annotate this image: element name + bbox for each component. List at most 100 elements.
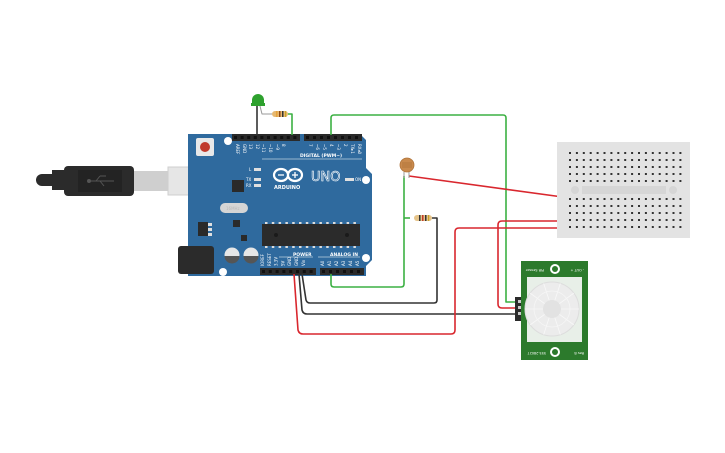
breadboard-hole[interactable] xyxy=(589,159,592,161)
breadboard-hole[interactable] xyxy=(589,212,592,214)
breadboard-hole[interactable] xyxy=(658,212,661,214)
breadboard-hole[interactable] xyxy=(617,212,620,214)
breadboard-hole[interactable] xyxy=(575,212,578,214)
wire-ldr-a1[interactable] xyxy=(330,176,405,288)
breadboard-hole[interactable] xyxy=(596,152,599,154)
breadboard-hole[interactable] xyxy=(651,173,654,175)
breadboard-hole[interactable] xyxy=(679,152,682,154)
breadboard-hole[interactable] xyxy=(624,152,627,154)
breadboard-hole[interactable] xyxy=(617,219,620,221)
breadboard-hole[interactable] xyxy=(569,166,571,168)
header-pin[interactable] xyxy=(282,270,286,273)
breadboard-hole[interactable] xyxy=(672,180,675,182)
photoresistor[interactable] xyxy=(399,157,415,178)
breadboard-hole[interactable] xyxy=(596,166,599,168)
breadboard-hole[interactable] xyxy=(617,198,620,200)
breadboard-hole[interactable] xyxy=(575,152,578,154)
breadboard-hole[interactable] xyxy=(651,152,654,154)
breadboard-hole[interactable] xyxy=(596,226,599,228)
pir-motion-sensor[interactable]: PIR Sensor - OUT + 555-28027 Rev B xyxy=(515,261,588,360)
breadboard-hole[interactable] xyxy=(644,173,647,175)
breadboard-hole[interactable] xyxy=(617,180,620,182)
breadboard-hole[interactable] xyxy=(631,205,634,207)
breadboard-hole[interactable] xyxy=(638,180,640,182)
breadboard-hole[interactable] xyxy=(582,219,585,221)
breadboard-hole[interactable] xyxy=(582,166,585,168)
breadboard-hole[interactable] xyxy=(658,173,661,175)
breadboard-hole[interactable] xyxy=(638,219,640,221)
breadboard-hole[interactable] xyxy=(638,152,640,154)
breadboard-hole[interactable] xyxy=(569,180,571,182)
breadboard-hole[interactable] xyxy=(596,159,599,161)
breadboard-hole[interactable] xyxy=(589,226,592,228)
breadboard-hole[interactable] xyxy=(569,205,571,207)
breadboard-hole[interactable] xyxy=(617,173,620,175)
breadboard-hole[interactable] xyxy=(651,159,654,161)
breadboard-hole[interactable] xyxy=(644,159,647,161)
breadboard-hole[interactable] xyxy=(665,159,668,161)
breadboard-hole[interactable] xyxy=(631,180,634,182)
breadboard-hole[interactable] xyxy=(651,226,654,228)
header-pin[interactable] xyxy=(309,270,313,273)
breadboard-hole[interactable] xyxy=(624,205,627,207)
header-pin[interactable] xyxy=(355,136,358,139)
breadboard-hole[interactable] xyxy=(665,166,668,168)
breadboard-hole[interactable] xyxy=(589,180,592,182)
header-pin[interactable] xyxy=(262,270,265,273)
breadboard-hole[interactable] xyxy=(638,159,640,161)
breadboard-hole[interactable] xyxy=(582,212,585,214)
header-pin[interactable] xyxy=(296,270,299,273)
breadboard-hole[interactable] xyxy=(638,226,640,228)
breadboard-hole[interactable] xyxy=(569,159,571,161)
breadboard-hole[interactable] xyxy=(624,159,627,161)
led-green[interactable] xyxy=(251,94,265,106)
breadboard-hole[interactable] xyxy=(610,205,613,207)
breadboard-hole[interactable] xyxy=(631,159,634,161)
breadboard-hole[interactable] xyxy=(672,212,675,214)
breadboard-hole[interactable] xyxy=(644,198,647,200)
breadboard-hole[interactable] xyxy=(679,226,682,228)
breadboard-hole[interactable] xyxy=(631,226,634,228)
breadboard-hole[interactable] xyxy=(638,173,640,175)
breadboard-hole[interactable] xyxy=(596,212,599,214)
breadboard-hole[interactable] xyxy=(569,152,571,154)
breadboard-hole[interactable] xyxy=(644,152,647,154)
header-pin[interactable] xyxy=(348,136,351,139)
breadboard-hole[interactable] xyxy=(575,166,578,168)
breadboard-hole[interactable] xyxy=(610,212,613,214)
breadboard-hole[interactable] xyxy=(631,173,634,175)
breadboard-hole[interactable] xyxy=(582,152,585,154)
breadboard-hole[interactable] xyxy=(665,152,668,154)
wire-led-anode[interactable] xyxy=(259,105,272,115)
breadboard-hole[interactable] xyxy=(569,212,571,214)
header-pin[interactable] xyxy=(280,136,284,139)
breadboard-hole[interactable] xyxy=(624,226,627,228)
breadboard-hole[interactable] xyxy=(658,198,661,200)
breadboard-hole[interactable] xyxy=(569,173,571,175)
header-pin[interactable] xyxy=(247,136,251,139)
header-pin[interactable] xyxy=(327,136,330,139)
breadboard-hole[interactable] xyxy=(624,219,627,221)
breadboard-hole[interactable] xyxy=(596,180,599,182)
breadboard-hole[interactable] xyxy=(569,219,571,221)
resistor-led[interactable] xyxy=(272,111,288,117)
breadboard-hole[interactable] xyxy=(651,180,654,182)
breadboard-hole[interactable] xyxy=(603,205,606,207)
breadboard-hole[interactable] xyxy=(582,180,585,182)
breadboard-hole[interactable] xyxy=(603,180,606,182)
breadboard-hole[interactable] xyxy=(596,173,599,175)
breadboard-hole[interactable] xyxy=(603,226,606,228)
header-pin[interactable] xyxy=(322,270,325,273)
wire-ldr-gnd[interactable] xyxy=(301,217,438,304)
breadboard-hole[interactable] xyxy=(631,152,634,154)
breadboard-hole[interactable] xyxy=(665,198,668,200)
header-pin[interactable] xyxy=(350,270,353,273)
wire-ldr-5v[interactable] xyxy=(408,175,571,199)
breadboard-hole[interactable] xyxy=(679,173,682,175)
breadboard-hole[interactable] xyxy=(596,219,599,221)
breadboard-hole[interactable] xyxy=(589,173,592,175)
breadboard-hole[interactable] xyxy=(610,226,613,228)
breadboard-hole[interactable] xyxy=(665,219,668,221)
breadboard-hole[interactable] xyxy=(644,166,647,168)
